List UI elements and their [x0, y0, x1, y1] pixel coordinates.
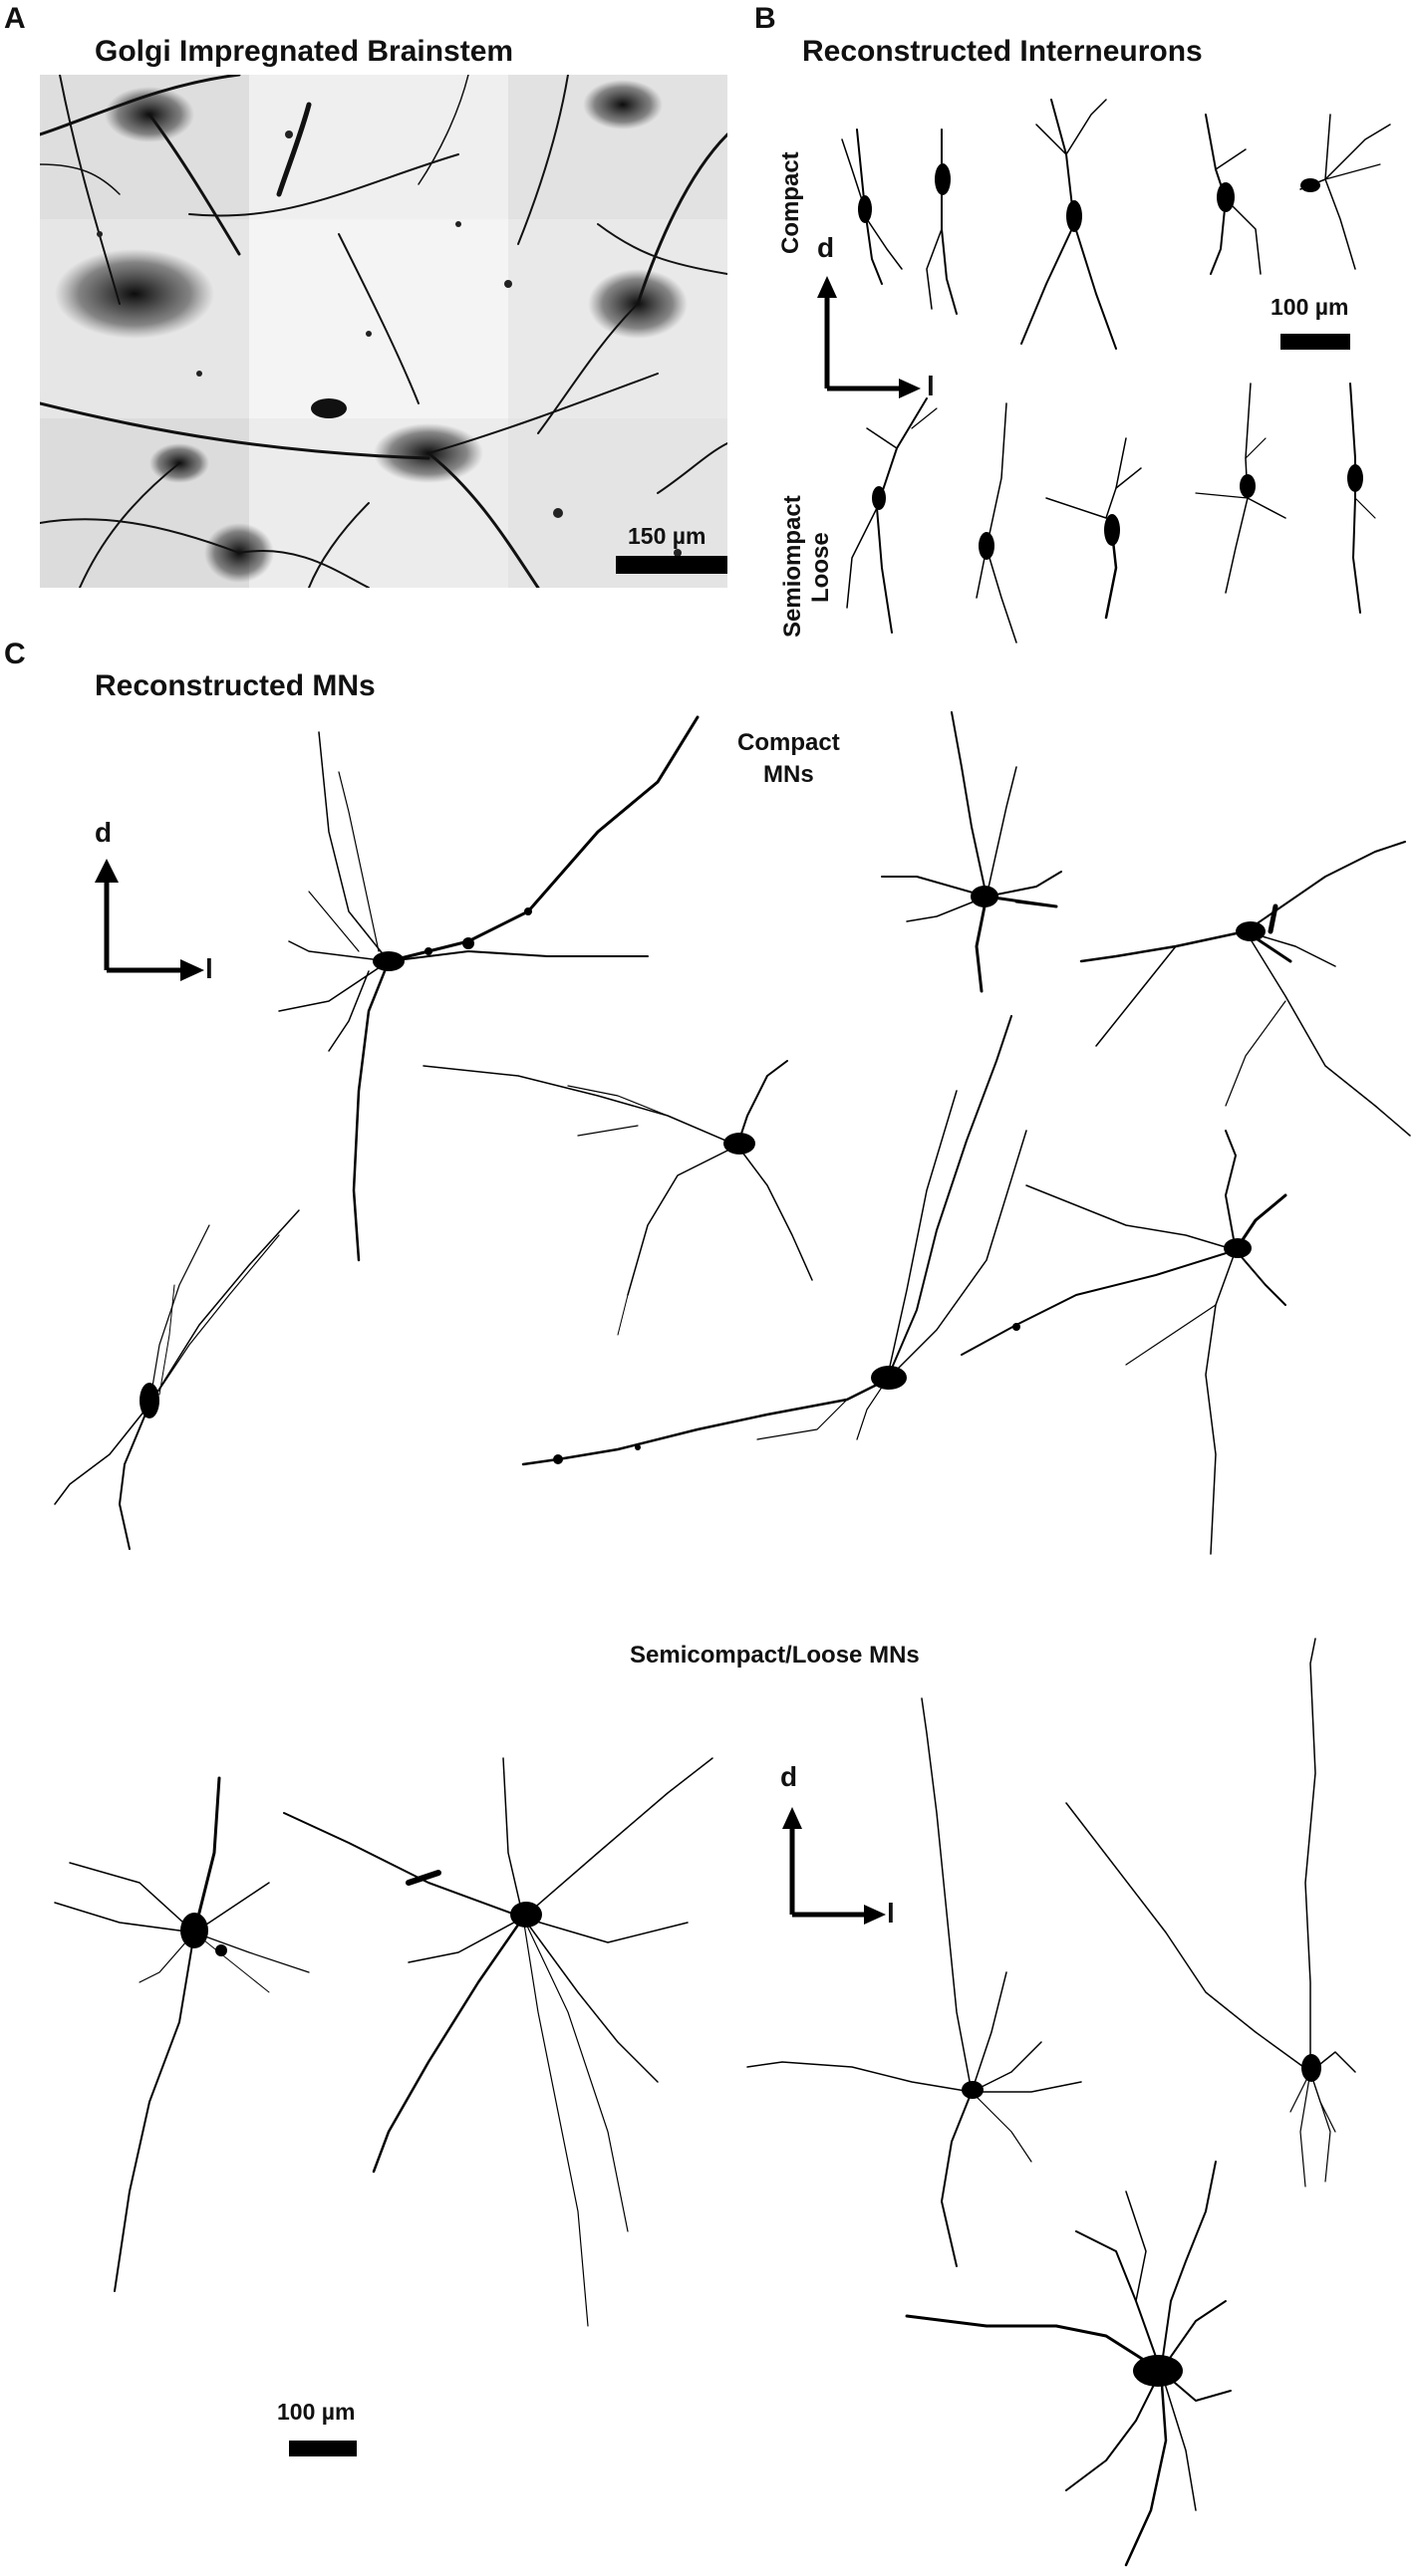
- panel-a-scale-label: 150 µm: [628, 523, 706, 549]
- panel-c-letter: C: [4, 638, 26, 670]
- neuron-reconstruction-icon: [1065, 1638, 1356, 2188]
- neuron-reconstruction-icon: [1347, 383, 1376, 614]
- golgi-micrograph-image: 150 µm: [40, 75, 727, 588]
- neuron-reconstruction-icon: [841, 129, 903, 285]
- dorsal-lateral-axes-icon: [817, 276, 921, 398]
- neuron-reconstruction-icon: [1195, 383, 1286, 594]
- neuron-reconstruction-icon: [976, 402, 1017, 644]
- neuron-reconstruction-icon: [278, 715, 700, 1262]
- panel-b-scale-bar: [1280, 334, 1350, 350]
- neuron-reconstruction-icon: [1045, 437, 1142, 620]
- panel-b-axis-l: l: [927, 371, 935, 401]
- neuron-reconstruction-icon: [905, 2161, 1232, 2567]
- panel-a-title: Golgi Impregnated Brainstem: [95, 35, 514, 68]
- panel-c-scale-label: 100 µm: [277, 2399, 356, 2425]
- neuron-reconstruction-icon: [881, 711, 1062, 993]
- panel-c-axis-l-top: l: [205, 953, 213, 984]
- dorsal-lateral-axes-icon: [95, 859, 204, 981]
- neuron-reconstruction-icon: [1205, 114, 1262, 275]
- panel-c-compact-label-line2: MNs: [763, 761, 814, 788]
- neuron-reconstruction-icon: [846, 397, 938, 634]
- neuron-reconstruction-icon: [1020, 99, 1117, 350]
- panel-c-axis-d-bottom: d: [780, 1761, 798, 1792]
- neuron-reconstruction-icon: [54, 1776, 310, 2292]
- neuron-reconstruction-icon: [54, 1209, 300, 1550]
- panel-b-row2-label-line1: Semiompact: [779, 495, 806, 638]
- neuron-reconstruction-icon: [961, 1130, 1287, 1555]
- panel-c-compact-label-line1: Compact: [737, 729, 840, 756]
- panel-a-scale-bar: [616, 556, 727, 574]
- neuron-reconstruction-icon: [1079, 841, 1411, 1137]
- panel-b-title: Reconstructed Interneurons: [802, 35, 1203, 68]
- neuron-reconstruction-icon: [283, 1757, 713, 2327]
- panel-b-row1-label: Compact: [777, 151, 804, 254]
- neuron-reconstruction-icon: [926, 129, 958, 315]
- neuron-reconstruction-icon: [746, 1697, 1082, 2267]
- panel-c-title: Reconstructed MNs: [95, 669, 376, 702]
- micrograph-texture: [40, 75, 727, 588]
- panel-b-axis-d: d: [817, 232, 835, 263]
- panel-c-axis-d-top: d: [95, 817, 113, 848]
- panel-a-letter: A: [4, 2, 26, 35]
- panel-c-axis-l-bottom: l: [887, 1898, 895, 1929]
- neuron-reconstruction-icon: [423, 1060, 813, 1336]
- dorsal-lateral-axes-icon: [782, 1807, 886, 1925]
- neuron-reconstruction-icon: [1299, 114, 1391, 270]
- panel-c-semi-label: Semicompact/Loose MNs: [630, 1642, 920, 1669]
- panel-b-row2-label-line2: Loose: [807, 532, 834, 603]
- panel-b-letter: B: [754, 2, 776, 35]
- panel-b-scale-label: 100 µm: [1271, 294, 1349, 320]
- neuron-reconstruction-icon: [521, 1015, 1027, 1466]
- panel-c-scale-bar: [289, 2441, 357, 2456]
